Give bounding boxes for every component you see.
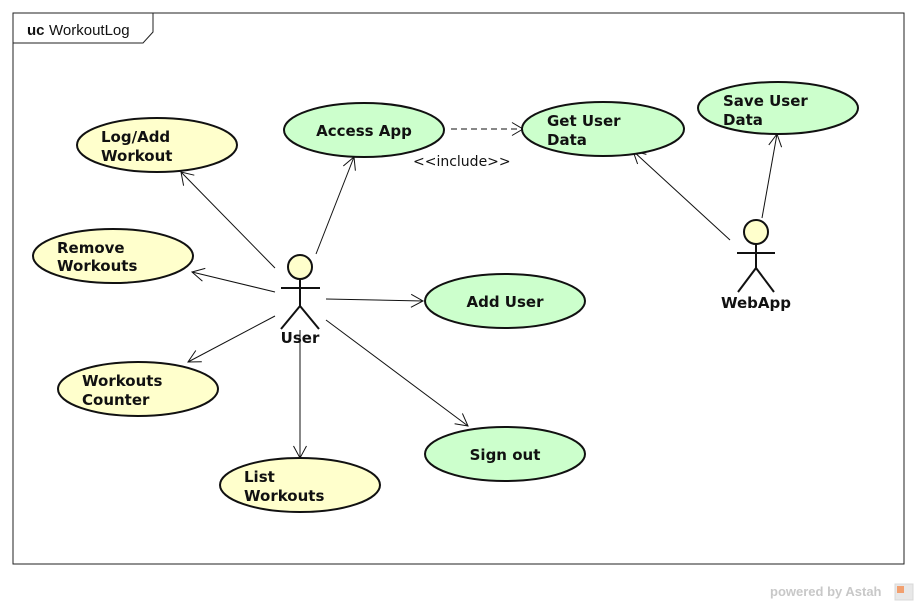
frame-tab (12, 12, 154, 44)
use-case-get-user-data: Get User Data (521, 101, 685, 157)
use-case-label-line: Save User (723, 92, 808, 110)
use-case-label-line: Remove (57, 239, 125, 257)
actor-head (743, 219, 769, 245)
use-case-label-line: Access App (316, 122, 412, 140)
use-case-label-line: Data (547, 131, 587, 149)
use-case-label-line: Sign out (470, 446, 541, 464)
relation-webapp-save-user-data (761, 132, 783, 219)
relation-user-list-workouts (293, 330, 307, 460)
astah-logo-mark (897, 586, 904, 593)
frame-keyword: uc (27, 22, 45, 39)
relation-user-add-user (325, 293, 425, 308)
relation-user-workouts-counter (187, 315, 276, 363)
actor-head (287, 254, 313, 280)
use-case-label-line: Add User (467, 293, 545, 311)
actor-webapp: WebApp (721, 219, 791, 312)
diagram-frame: uc WorkoutLog (12, 12, 905, 565)
user-associations (180, 156, 469, 460)
relation-user-access-app (315, 156, 356, 255)
use-case-label-line: Workout (101, 147, 172, 165)
use-case-add-user: Add User (424, 273, 586, 329)
use-case-label-line: Workouts (244, 487, 324, 505)
use-case-label-line: Get User (547, 112, 621, 130)
actor-label: User (281, 329, 320, 347)
relation-user-sign-out (325, 319, 469, 427)
use-case-workouts-counter: Workouts Counter (57, 361, 219, 417)
use-case-label-line: Workouts (82, 372, 162, 390)
relation-user-log-add-workout (180, 171, 276, 269)
use-case-label-line: List (244, 468, 275, 486)
footer-text: powered by Astah (770, 584, 882, 599)
powered-by-footer: powered by Astah (770, 583, 914, 601)
use-case-access-app: Access App (283, 102, 445, 158)
frame-border (12, 12, 905, 565)
frame-title: WorkoutLog (49, 22, 130, 39)
actor-label: WebApp (721, 294, 791, 312)
use-case-label-line: Workouts (57, 257, 137, 275)
use-case-log-add-workout: Log/Add Workout (76, 117, 238, 173)
use-case-save-user-data: Save User Data (697, 81, 859, 135)
use-case-label-line: Counter (82, 391, 150, 409)
include-stereotype-label: <<include>> (413, 154, 511, 170)
relation-user-remove-workouts (190, 267, 276, 293)
actor-user: User (280, 254, 320, 347)
relation-webapp-get-user-data (632, 150, 731, 241)
use-case-label-line: Log/Add (101, 128, 170, 146)
use-case-sign-out: Sign out (424, 426, 586, 482)
use-case-list-workouts: List Workouts (219, 457, 381, 513)
use-case-label-line: Data (723, 111, 763, 129)
use-case-remove-workouts: Remove Workouts (32, 228, 194, 284)
